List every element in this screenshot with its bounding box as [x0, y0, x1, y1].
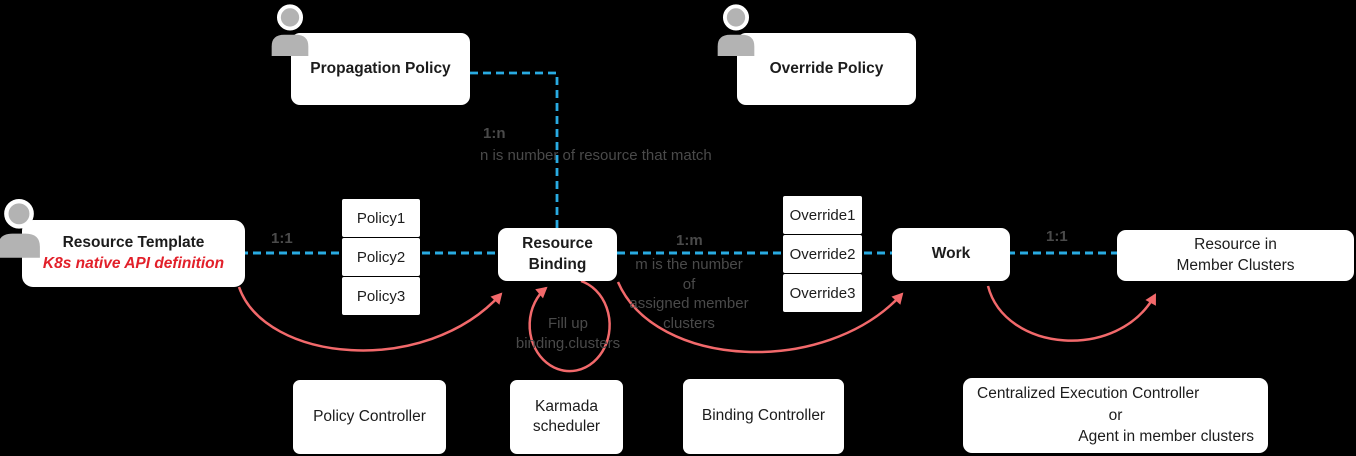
resource-binding-line2: Binding [528, 255, 587, 273]
note-assigned-line1: m is the number of [635, 256, 743, 293]
resource-binding-box: Resource Binding [498, 228, 617, 281]
resource-template-subtitle: K8s native API definition [42, 254, 225, 272]
resource-in-member-line1: Resource in [1194, 236, 1277, 254]
work-box: Work [892, 228, 1010, 281]
user-icon [717, 4, 755, 56]
execution-controller-box: Centralized Execution Controller or Agen… [963, 378, 1268, 453]
dashed-line-propagation [470, 71, 559, 229]
note-assigned-member-clusters: m is the number of assigned member clust… [627, 255, 751, 333]
karmada-scheduler-line1: Karmada [535, 397, 598, 415]
policy-controller-label: Policy Controller [313, 407, 426, 425]
user-icon [0, 198, 40, 258]
note-fill-up-line1: Fill up [547, 315, 588, 332]
override-stack: Override1 Override2 Override3 [783, 196, 862, 312]
ratio-label-binding-work: 1:m [676, 232, 703, 249]
ratio-label-propagation-binding: 1:n [483, 125, 506, 142]
execution-controller-line2: or [1108, 406, 1123, 424]
arrow-binding-to-work [616, 281, 904, 354]
note-fill-up-line2: binding.clusters [515, 334, 621, 352]
override-policy-box: Override Policy [737, 33, 916, 105]
binding-controller-label: Binding Controller [701, 407, 826, 425]
karmada-scheduler-line2: scheduler [532, 418, 601, 435]
arrow-scheduler-loop [528, 279, 611, 373]
resource-template-box: Resource Template K8s native API definit… [22, 220, 245, 287]
note-propagation-match: n is number of resource that match [480, 147, 712, 164]
karmada-scheduler-box: Karmada scheduler [510, 380, 623, 454]
override-policy-label: Override Policy [769, 59, 884, 77]
policy-stack: Policy1 Policy2 Policy3 [342, 199, 420, 315]
resource-in-member-clusters-box: Resource in Member Clusters [1117, 230, 1354, 281]
ratio-label-template-binding: 1:1 [271, 230, 293, 247]
override2-box: Override2 [783, 235, 862, 273]
resource-binding-line1: Resource [522, 235, 593, 253]
policy2-box: Policy2 [342, 238, 420, 276]
arrow-template-to-binding [237, 286, 503, 352]
resource-template-title: Resource Template [62, 234, 205, 252]
ratio-label-work-member: 1:1 [1046, 228, 1068, 245]
arrow-work-to-member [986, 285, 1157, 342]
propagation-policy-box: Propagation Policy [291, 33, 470, 105]
note-fill-up-binding-clusters: Fill up binding.clusters [505, 314, 631, 353]
work-label: Work [931, 245, 971, 263]
execution-controller-line1: Centralized Execution Controller [977, 385, 1200, 403]
override3-box: Override3 [783, 274, 862, 312]
execution-controller-line3: Agent in member clusters [1078, 428, 1254, 446]
user-icon [271, 4, 309, 56]
policy-controller-box: Policy Controller [293, 380, 446, 454]
binding-controller-box: Binding Controller [683, 379, 844, 454]
policy3-box: Policy3 [342, 277, 420, 315]
note-assigned-line2: assigned member [629, 295, 749, 312]
resource-in-member-line2: Member Clusters [1176, 256, 1295, 274]
note-assigned-line3: clusters [663, 314, 715, 332]
policy1-box: Policy1 [342, 199, 420, 237]
override1-box: Override1 [783, 196, 862, 234]
propagation-policy-label: Propagation Policy [310, 59, 451, 77]
